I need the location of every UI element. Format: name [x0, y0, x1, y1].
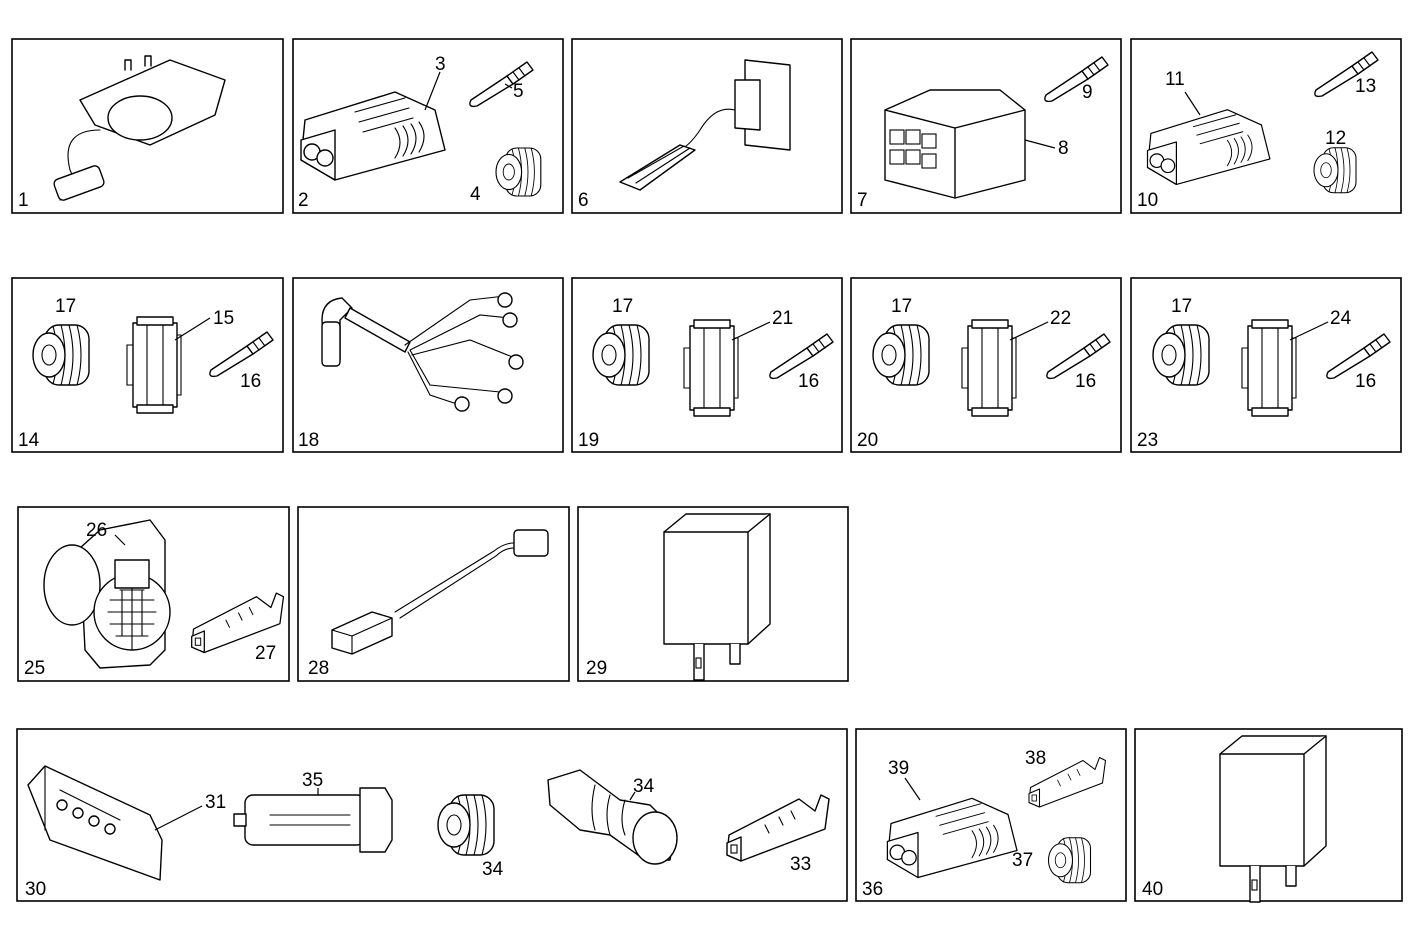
callout-38: 38 [1025, 748, 1046, 769]
panel-label-40: 40 [1142, 879, 1163, 900]
callout-17: 17 [891, 296, 912, 317]
callout-26: 26 [86, 520, 107, 541]
panel-1: 1 [11, 38, 284, 214]
panel-10: 10 11 12 13 [1130, 38, 1402, 214]
panel-label-18: 18 [298, 430, 319, 451]
panel-23: 23 16 17 24 [1130, 277, 1402, 453]
panel-label-23: 23 [1137, 430, 1158, 451]
panel-7: 7 8 9 [850, 38, 1122, 214]
callout-17: 17 [612, 296, 633, 317]
callout-27: 27 [255, 643, 276, 664]
panel-label-7: 7 [857, 190, 868, 211]
panel-19: 19 16 17 21 [571, 277, 843, 453]
panel-6: 6 [571, 38, 843, 214]
panel-30: 30 31 35 34 34 33 [16, 728, 848, 902]
panel-label-19: 19 [578, 430, 599, 451]
panel-label-14: 14 [18, 430, 40, 451]
callout-15: 15 [213, 308, 234, 329]
callout-34: 34 [482, 859, 504, 880]
panel-label-6: 6 [578, 190, 589, 211]
panel-label-10: 10 [1137, 190, 1158, 211]
callout-8: 8 [1058, 138, 1069, 159]
callout-35: 35 [302, 770, 323, 791]
panel-28: 28 [297, 506, 570, 682]
panel-label-29: 29 [586, 658, 607, 679]
callout-3: 3 [435, 54, 446, 75]
callout-16: 16 [1075, 371, 1096, 392]
callout-17: 17 [55, 296, 76, 317]
callout-16: 16 [798, 371, 819, 392]
callout-16: 16 [1355, 371, 1376, 392]
callout-17: 17 [1171, 296, 1192, 317]
panel-20: 20 16 17 22 [850, 277, 1122, 453]
callout-22: 22 [1050, 308, 1071, 329]
panel-label-30: 30 [25, 879, 46, 900]
callout-31: 31 [205, 792, 226, 813]
callout-21: 21 [772, 308, 793, 329]
callout-39: 39 [888, 758, 909, 779]
callout-5: 5 [513, 81, 524, 102]
panel-36: 36 39 38 37 [855, 728, 1127, 902]
callout-9: 9 [1082, 82, 1093, 103]
callout-37: 37 [1012, 850, 1033, 871]
panel-25: 25 26 27 [17, 506, 290, 682]
panel-label-1: 1 [18, 190, 29, 211]
panel-label-28: 28 [308, 658, 329, 679]
panel-label-2: 2 [298, 190, 309, 211]
panel-40: 40 [1134, 728, 1403, 903]
callout-11: 11 [1165, 69, 1185, 90]
callout-33: 33 [790, 854, 811, 875]
panel-29: 29 [577, 506, 849, 682]
callout-24: 24 [1330, 308, 1352, 329]
callout-12: 12 [1325, 128, 1346, 149]
panel-label-20: 20 [857, 430, 878, 451]
panel-label-36: 36 [862, 879, 883, 900]
panel-label-25: 25 [24, 658, 45, 679]
callout-13: 13 [1355, 76, 1376, 97]
callout-4: 4 [470, 184, 481, 205]
callout-16: 16 [240, 371, 261, 392]
panel-14: 14 15 16 17 [11, 277, 284, 453]
panel-2: 2 3 4 5 [292, 38, 564, 214]
panel-18: 18 [292, 277, 564, 453]
callout-34: 34 [633, 776, 655, 797]
